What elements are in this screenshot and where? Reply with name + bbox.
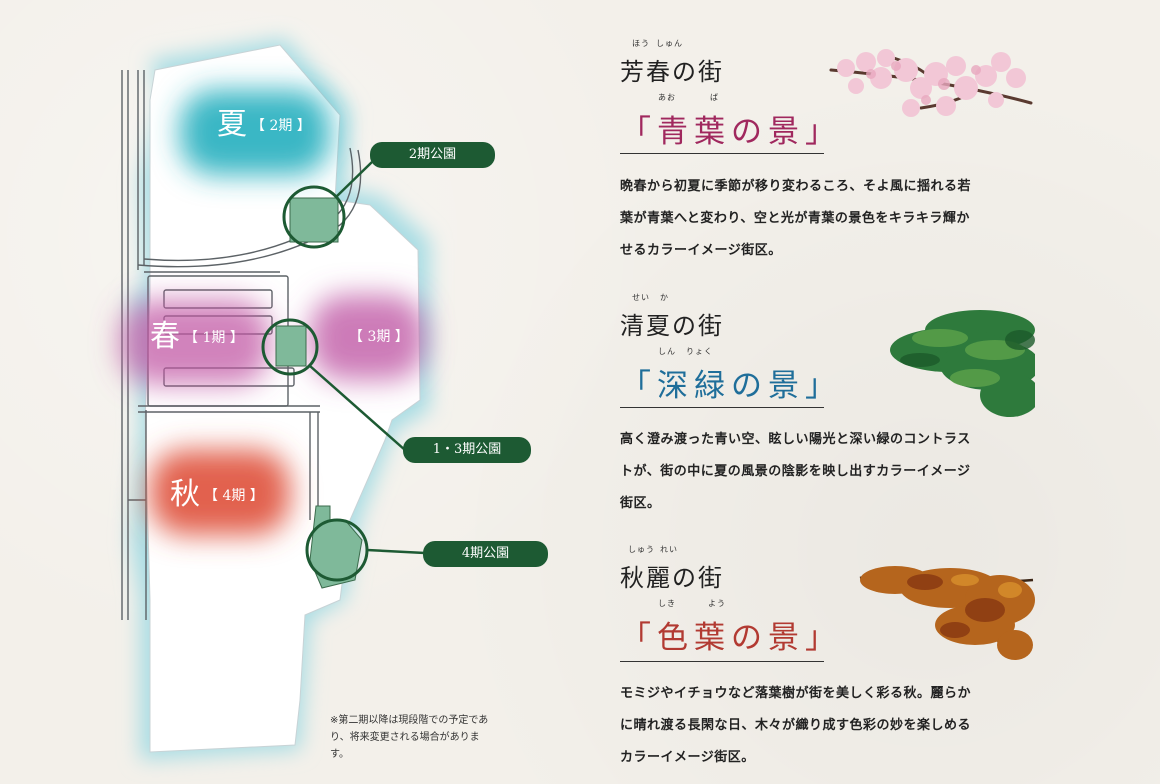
scene-ruby-1: しき <box>658 599 676 608</box>
section-spring: ほう しゅん 芳春の街 あお ば 「青葉の景」 晩春から初夏に季節が移り変わるこ… <box>620 30 1040 270</box>
parks <box>261 161 426 589</box>
street-ruby-2: しゅん <box>656 39 683 48</box>
scene-title: 「青葉の景」 <box>620 114 842 150</box>
phase3-label: 【 3期 】 <box>345 330 409 348</box>
district-map <box>120 38 430 760</box>
scene-ruby-2: りょく <box>686 347 713 356</box>
park13-area <box>275 325 307 367</box>
cherry-blossom-branch-icon <box>829 49 1033 117</box>
scene-title: 「深緑の景」 <box>620 368 842 404</box>
park13-circle <box>261 318 319 376</box>
street-ruby-2: か <box>660 293 669 302</box>
street-ruby-1: しゅう <box>628 545 655 554</box>
street-name: 清夏の街 <box>620 312 724 340</box>
scene-ruby-2: よう <box>708 599 726 608</box>
spring-kanji: 春 <box>150 319 180 354</box>
street-ruby-2: れい <box>660 545 678 554</box>
park2-area <box>289 197 339 243</box>
summer-kanji: 夏 <box>217 107 247 142</box>
park2-tag: 2期公園 <box>370 142 495 168</box>
park2-circle <box>282 185 346 249</box>
autumn-kanji: 秋 <box>170 477 200 512</box>
map-note: ※第二期以降は現段階での予定であり、将来変更される場合があります。 <box>330 715 489 760</box>
scene-ruby-1: あお <box>658 93 676 102</box>
summer-glow <box>180 90 330 175</box>
phase3-glow <box>310 295 425 380</box>
season-glows <box>120 90 425 535</box>
scene-ruby-2: ば <box>710 93 719 102</box>
spring-phase: 【 1期 】 <box>184 330 244 346</box>
green-tree-branch-icon <box>890 310 1035 417</box>
summer-phase: 【 2期 】 <box>251 118 311 134</box>
scene-description: モミジやイチョウなど落葉樹が街を美しく彩る秋。麗らかに晴れ渡る長閑な日、木々が織… <box>620 686 972 765</box>
scene-description: 高く澄み渡った青い空、眩しい陽光と深い緑のコントラストが、街の中に夏の風景の陰影… <box>620 432 971 511</box>
section-summer: せい か 清夏の街 しん りょく 「深緑の景」 高く澄み渡った青い空、眩しい陽光… <box>620 284 1040 524</box>
spring-label: 春【 1期 】 <box>150 322 244 352</box>
street-name: 秋麗の街 <box>620 564 724 592</box>
scene-underline <box>620 153 824 154</box>
phase3-phase: 【 3期 】 <box>349 329 409 345</box>
autumn-glow <box>150 450 290 535</box>
summer-label: 夏【 2期 】 <box>217 110 311 140</box>
street-ruby-1: せい <box>632 293 650 302</box>
scene-title: 「色葉の景」 <box>620 620 842 656</box>
park4-tag: 4期公園 <box>423 541 548 567</box>
street-ruby-1: ほう <box>632 39 650 48</box>
scene-underline <box>620 407 824 408</box>
street-name: 芳春の街 <box>620 58 724 86</box>
park2-leader <box>335 161 373 198</box>
autumn-maple-branch-icon <box>859 566 1035 660</box>
park13-leader <box>309 365 406 451</box>
autumn-label: 秋【 4期 】 <box>170 480 264 510</box>
section-autumn: しゅう れい 秋麗の街 しき よう 「色葉の景」 モミジやイチョウなど落葉樹が街… <box>620 536 1040 776</box>
scene-underline <box>620 661 824 662</box>
park4-leader <box>366 548 426 555</box>
autumn-phase: 【 4期 】 <box>204 488 264 504</box>
park13-tag: 1・3期公園 <box>403 437 531 463</box>
scene-ruby-1: しん <box>658 347 676 356</box>
spring-glow <box>120 300 270 385</box>
scene-description: 晩春から初夏に季節が移り変わるころ、そよ風に揺れる若葉が青葉へと変わり、空と光が… <box>620 179 972 258</box>
